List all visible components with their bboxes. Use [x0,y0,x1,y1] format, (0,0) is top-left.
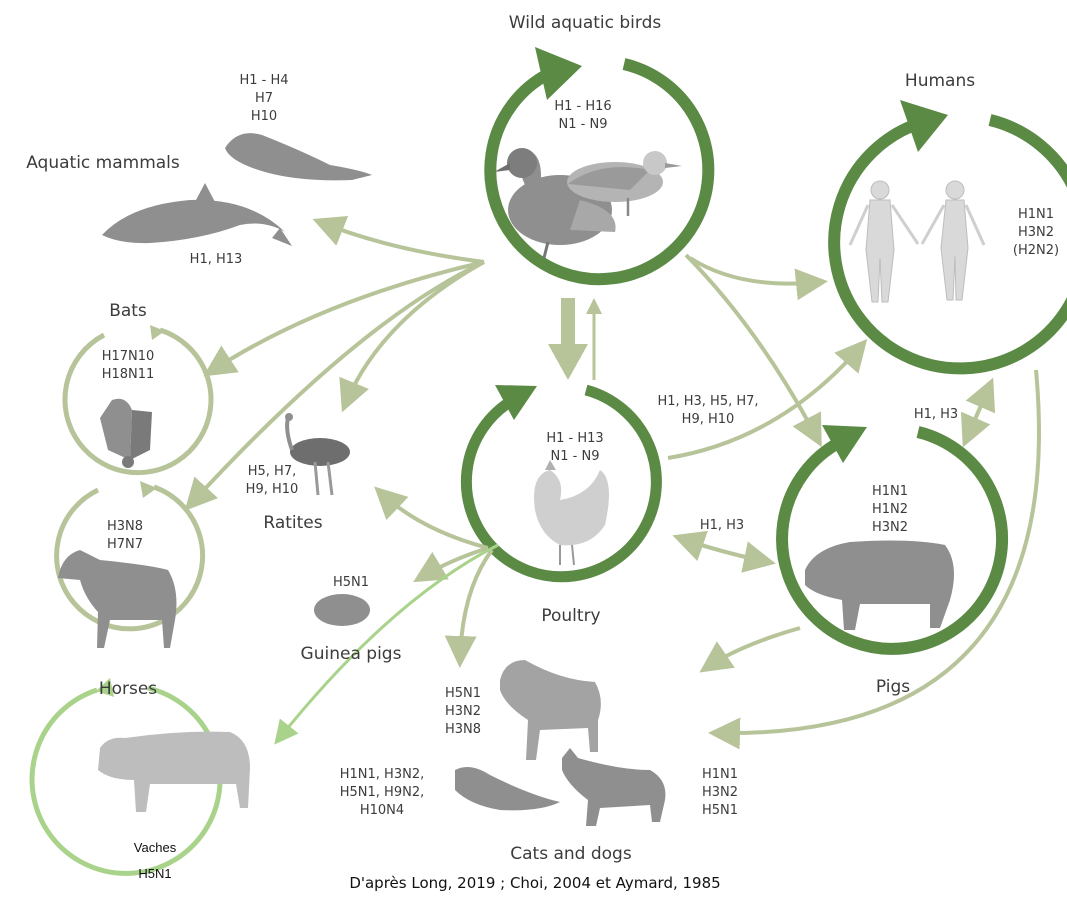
humans-subtype: H3N2 [1018,225,1054,240]
guinea-pigs-title: Guinea pigs [301,644,402,664]
pig-icon [805,541,954,630]
rooster-icon [534,460,609,565]
wild-birds-subtype: H1 - H16 [554,99,611,114]
ratites-subtype: H9, H10 [246,482,299,497]
ferret-icon [455,767,560,810]
bats-title: Bats [109,301,147,321]
wild-birds-subtype: N1 - N9 [559,117,608,132]
ferret-subtype: H1N1, H3N2, [340,767,424,782]
dolphin-icon [102,183,292,246]
pigs-subtype: H1N1 [872,484,908,499]
cows-title: Vaches [134,840,177,855]
humans-subtype: H1N1 [1018,207,1054,222]
humans-title: Humans [905,71,975,91]
cow-icon [98,732,250,812]
dog-subtype: H3N2 [445,704,481,719]
bat-icon [100,399,152,468]
dog-subtype: H3N8 [445,722,481,737]
dog-subtype: H5N1 [445,686,481,701]
seal-subtype: H7 [255,91,273,106]
poultry-title: Poultry [541,606,600,626]
cat-subtype: H5N1 [702,803,738,818]
dolphin-subtype: H1, H13 [190,252,243,267]
dog-icon [500,660,601,760]
bats-subtype: H17N10 [102,349,155,364]
pigs-subtype: H3N2 [872,520,908,535]
horses-title: Horses [99,679,157,699]
guinea-pigs-subtype: H5N1 [333,575,369,590]
aquatic-mammals-title: Aquatic mammals [26,153,180,173]
source-caption: D'après Long, 2019 ; Choi, 2004 et Aymar… [349,874,720,892]
pigs-cycle [782,425,1002,649]
horses-subtype: H3N8 [107,519,143,534]
cat-subtype: H1N1 [702,767,738,782]
bats-subtype: H18N11 [102,367,155,382]
ferret-subtype: H5N1, H9N2, [340,785,424,800]
poultry-subtype: H1 - H13 [546,431,603,446]
poultry-subtype: N1 - N9 [551,449,600,464]
birds-poultry-exchange [548,298,602,380]
wild-birds-title: Wild aquatic birds [509,13,662,33]
pigs-title: Pigs [876,677,910,697]
ratites-title: Ratites [263,513,322,533]
cats-dogs-title: Cats and dogs [510,844,632,864]
cat-icon [562,748,665,826]
guinea-pig-icon [314,594,370,626]
humans-subtype: (H2N2) [1013,243,1059,258]
horse-icon [58,550,176,648]
pigs-humans-transmission: H1, H3 [914,407,958,422]
cows-subtype: H5N1 [138,866,171,881]
pigs-subtype: H1N2 [872,502,908,517]
poultry-humans-transmission: H1, H3, H5, H7, [657,394,758,409]
ferret-subtype: H10N4 [360,803,404,818]
seal-icon [225,133,372,180]
horses-subtype: H7N7 [107,537,143,552]
poultry-pigs-transmission: H1, H3 [700,518,744,533]
ratites-subtype: H5, H7, [248,464,297,479]
seal-subtype: H1 - H4 [239,73,288,88]
humans-icon [850,181,984,302]
cat-subtype: H3N2 [702,785,738,800]
poultry-humans-transmission: H9, H10 [682,412,735,427]
seal-subtype: H10 [251,109,277,124]
